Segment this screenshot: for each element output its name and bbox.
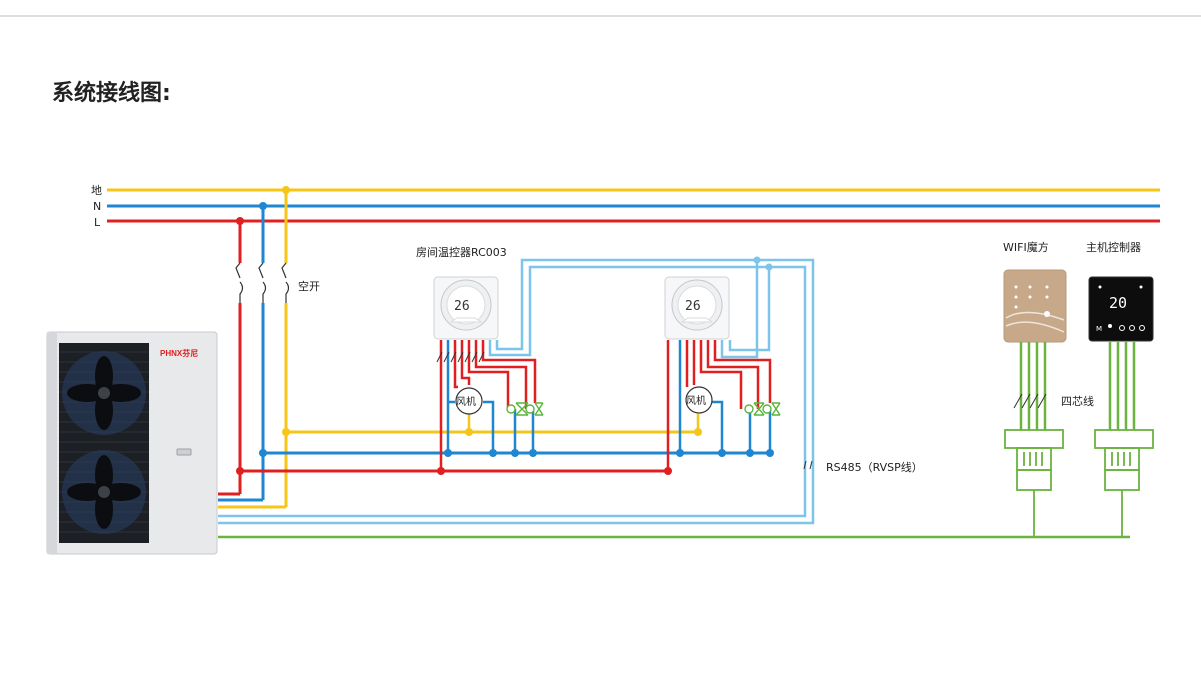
page-title: 系统接线图: — [52, 80, 171, 106]
rs485-crossmark — [803, 460, 813, 470]
thermostat-2-valves — [744, 402, 781, 416]
air-breaker — [233, 262, 293, 303]
neutral-label: N — [93, 200, 101, 213]
main-controller-mode: M — [1096, 325, 1102, 333]
rs485-lines — [218, 256, 815, 525]
thermostat-2 — [664, 276, 730, 340]
wifi-module — [1003, 269, 1067, 343]
wifi-module-label: WIFI魔方 — [1003, 240, 1049, 254]
thermostat-1-display: 26 — [454, 299, 470, 314]
thermostat-2-fan — [685, 386, 713, 414]
live-label: L — [94, 216, 101, 229]
ground-label: 地 — [91, 184, 102, 197]
thermostat-2-display: 26 — [685, 299, 701, 314]
four-core-crossmarks — [1013, 393, 1047, 409]
breaker-label: 空开 — [298, 279, 320, 293]
breaker-drops — [236, 186, 290, 507]
thermostat-2-fan-label: 风机 — [686, 394, 706, 407]
thermostat-1-valves — [506, 402, 544, 416]
outdoor-unit — [46, 331, 218, 555]
main-controller — [1088, 276, 1154, 342]
thermostat-1 — [433, 276, 499, 340]
thermostat-2-wiring — [666, 340, 772, 471]
thermostat-1-crossmarks — [436, 351, 485, 363]
four-core-label: 四芯线 — [1061, 394, 1094, 408]
thermostat-1-fan-label: 风机 — [456, 395, 476, 408]
rs485-label: RS485（RVSP线） — [826, 460, 923, 474]
outdoor-feed — [218, 492, 286, 509]
main-controller-wires — [1108, 342, 1136, 430]
main-controller-connector — [1094, 429, 1154, 538]
main-controller-label: 主机控制器 — [1086, 240, 1141, 254]
thermostat-1-bus-dots — [437, 428, 537, 475]
thermostat-2-bus-dots — [664, 428, 774, 475]
wifi-module-connector — [1004, 429, 1064, 537]
distribution-buses — [236, 428, 773, 475]
main-controller-display: 20 — [1109, 294, 1127, 312]
thermostat-1-fan — [455, 387, 483, 415]
wifi-module-wires — [1019, 342, 1047, 430]
brand-logo: PHNX芬尼 — [160, 348, 198, 358]
thermostat-label: 房间温控器RC003 — [416, 245, 507, 259]
